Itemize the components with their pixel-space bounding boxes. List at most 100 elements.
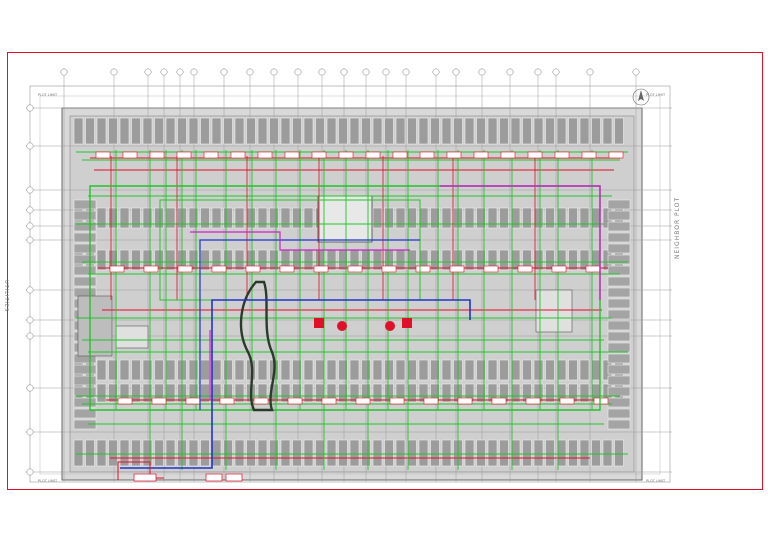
parking-stall [607,397,631,408]
parking-stall [154,207,164,229]
parking-stall [476,359,486,381]
parking-stall [315,117,325,145]
parking-stall [154,439,164,467]
parking-stall [607,199,631,210]
parking-stall [372,359,383,381]
parking-stall [303,439,314,467]
parking-stall [607,309,631,320]
parking-stall [430,359,440,381]
parking-stall [384,439,394,467]
parking-stall [441,383,452,403]
parking-stall [607,419,631,430]
plot-limit-label-tr: PLOT LIMIT [646,93,666,97]
parking-stall [487,439,498,467]
tag-red [500,151,516,159]
plot-boundary [29,85,671,483]
grid-bubble-icon [26,428,34,436]
parking-stall [395,117,406,145]
parking-stall [73,199,97,210]
parking-stall [315,383,325,403]
grid-bubble-icon [362,68,370,76]
parking-stall [384,383,394,403]
grid-bubble-icon [246,68,254,76]
parking-stall [280,383,291,403]
parking-stall [568,359,578,381]
tag-red [176,151,192,159]
parking-stall [591,359,601,381]
parking-stall [614,439,624,467]
parking-stall [607,221,631,232]
parking-stall [200,249,210,271]
parking-stall [476,207,486,229]
parking-stall [556,439,567,467]
parking-stall [568,207,578,229]
parking-stall [607,265,631,276]
tag-red [347,265,363,273]
parking-stall [372,207,383,229]
parking-stall [522,439,532,467]
parking-stall [407,359,417,381]
grid-bubble-icon [190,68,198,76]
parking-stall [545,249,555,271]
parking-stall [85,439,95,467]
red-tag-bottom-1 [133,473,157,482]
parking-stall [499,207,509,229]
parking-stall [361,249,371,271]
ramp-left [77,295,113,357]
tag-red [527,151,543,159]
parking-stall [131,359,141,381]
parking-stall [579,359,590,381]
parking-stall [73,408,97,419]
tag-red [483,265,499,273]
parking-stall [407,383,417,403]
parking-stall [476,249,486,271]
parking-stall [607,210,631,221]
parking-stall [73,243,97,254]
parking-stall [96,249,107,271]
tag-red [257,151,273,159]
grid-bubble-icon [270,68,278,76]
parking-stall [579,249,590,271]
parking-stall [200,117,210,145]
parking-stall [395,207,406,229]
grid-bubble-icon [382,68,390,76]
parking-stall [315,439,325,467]
parking-stall [131,383,141,403]
parking-stall [533,117,544,145]
parking-stall [510,117,521,145]
tag-red [117,397,133,405]
north-arrow-icon [632,88,650,106]
parking-stall [545,207,555,229]
grid-bubble-icon [26,316,34,324]
grid-bubble-icon [506,68,514,76]
parking-stall [579,207,590,229]
parking-stall [108,383,118,403]
tag-red [446,151,462,159]
tag-red [287,397,303,405]
parking-stall [73,364,97,375]
tag-red [491,397,507,405]
tag-red [109,265,125,273]
parking-stall [607,375,631,386]
plot-limit-label-bl: PLOT LIMIT [38,479,58,483]
parking-stall [142,117,153,145]
red-tag-bottom-2 [205,473,223,482]
plot-boundary-inner [39,95,661,475]
parking-stall [165,207,176,229]
grid-bubble-icon [60,68,68,76]
parking-stall [96,383,107,403]
tag-red [473,151,489,159]
parking-stall [234,207,245,229]
parking-stall [441,249,452,271]
tag-red [151,397,167,405]
parking-stall [499,117,509,145]
parking-stall [522,207,532,229]
parking-stall [108,439,118,467]
parking-stall [407,117,417,145]
grid-bubble-icon [632,68,640,76]
parking-stall [349,383,360,403]
parking-stall [303,359,314,381]
parking-stall [73,287,97,298]
parking-stall [556,117,567,145]
